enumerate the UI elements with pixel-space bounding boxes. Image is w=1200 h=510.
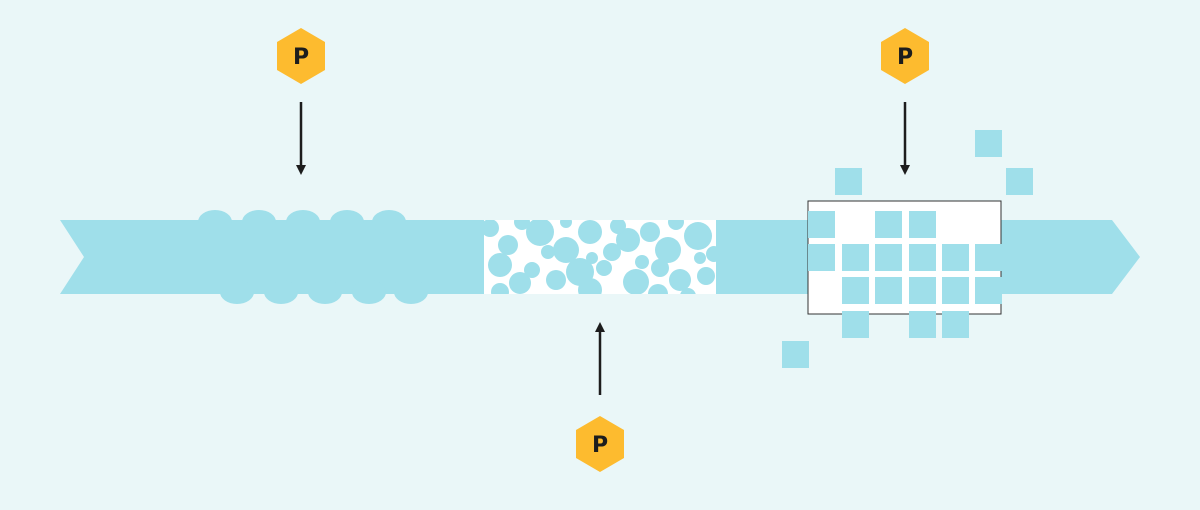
bubble	[526, 220, 554, 246]
square	[909, 277, 936, 304]
wave-bump	[308, 280, 342, 304]
square	[875, 244, 902, 271]
bubble	[586, 252, 598, 264]
bubble	[488, 253, 512, 277]
square	[909, 211, 936, 238]
bubble	[498, 235, 518, 255]
band-left-segment	[60, 220, 484, 294]
bubble	[648, 284, 668, 294]
bubble	[491, 283, 509, 294]
wave-bump	[286, 210, 320, 234]
bubble	[651, 259, 669, 277]
bubble	[684, 222, 712, 250]
wave-bump	[264, 280, 298, 304]
square	[835, 168, 862, 195]
square	[842, 277, 869, 304]
grid-box	[807, 200, 1002, 315]
badge-left-label: P	[293, 45, 309, 70]
square	[909, 311, 936, 338]
bubble	[514, 220, 530, 230]
hexagon-icon	[576, 416, 624, 472]
square	[942, 311, 969, 338]
square	[975, 277, 1002, 304]
bubble	[706, 246, 716, 262]
bubble	[694, 252, 706, 264]
hexagon-icon	[277, 28, 325, 84]
bubble-segment	[484, 220, 716, 294]
square	[1006, 168, 1033, 195]
main-band	[60, 210, 1140, 304]
bubble	[680, 288, 696, 294]
badge-right: P	[881, 28, 929, 84]
grid-box-group	[782, 130, 1033, 368]
bubble	[509, 272, 531, 294]
wave-bump	[242, 210, 276, 234]
bubble	[603, 243, 621, 261]
wavy-edge-top	[198, 210, 406, 234]
bubble	[578, 278, 602, 294]
square	[808, 244, 835, 271]
bubble	[616, 228, 640, 252]
square	[875, 211, 902, 238]
square	[942, 244, 969, 271]
wave-bump	[372, 210, 406, 234]
square	[942, 277, 969, 304]
wave-bump	[198, 210, 232, 234]
bubble	[610, 220, 626, 234]
badge-left: P	[277, 28, 325, 84]
square	[842, 311, 869, 338]
square	[975, 130, 1002, 157]
bubble	[524, 262, 540, 278]
square	[782, 341, 809, 368]
bubble	[541, 245, 555, 259]
bubble	[560, 220, 572, 228]
wave-bump	[352, 280, 386, 304]
bubble	[655, 237, 681, 263]
square	[808, 211, 835, 238]
band-middle-segment	[716, 220, 808, 294]
bubble	[697, 267, 715, 285]
square	[909, 244, 936, 271]
bubble	[669, 269, 691, 291]
square	[875, 277, 902, 304]
badge-middle: P	[576, 416, 624, 472]
bubble	[596, 260, 612, 276]
bubble	[635, 255, 649, 269]
badge-right-label: P	[897, 45, 913, 70]
bubble	[546, 270, 566, 290]
grid-squares	[782, 130, 1033, 368]
square	[842, 244, 869, 271]
bubble	[484, 220, 499, 237]
bubble	[668, 220, 684, 230]
bubble	[553, 237, 579, 263]
wave-bump	[394, 280, 428, 304]
hexagon-icon	[881, 28, 929, 84]
bubble	[623, 269, 649, 294]
square	[975, 244, 1002, 271]
bubble	[640, 222, 660, 242]
bubble	[578, 220, 602, 244]
band-right-segment	[1000, 220, 1140, 294]
badge-middle-label: P	[592, 433, 608, 458]
wave-bump	[330, 210, 364, 234]
wavy-edge-bottom	[220, 280, 428, 304]
wave-bump	[220, 280, 254, 304]
